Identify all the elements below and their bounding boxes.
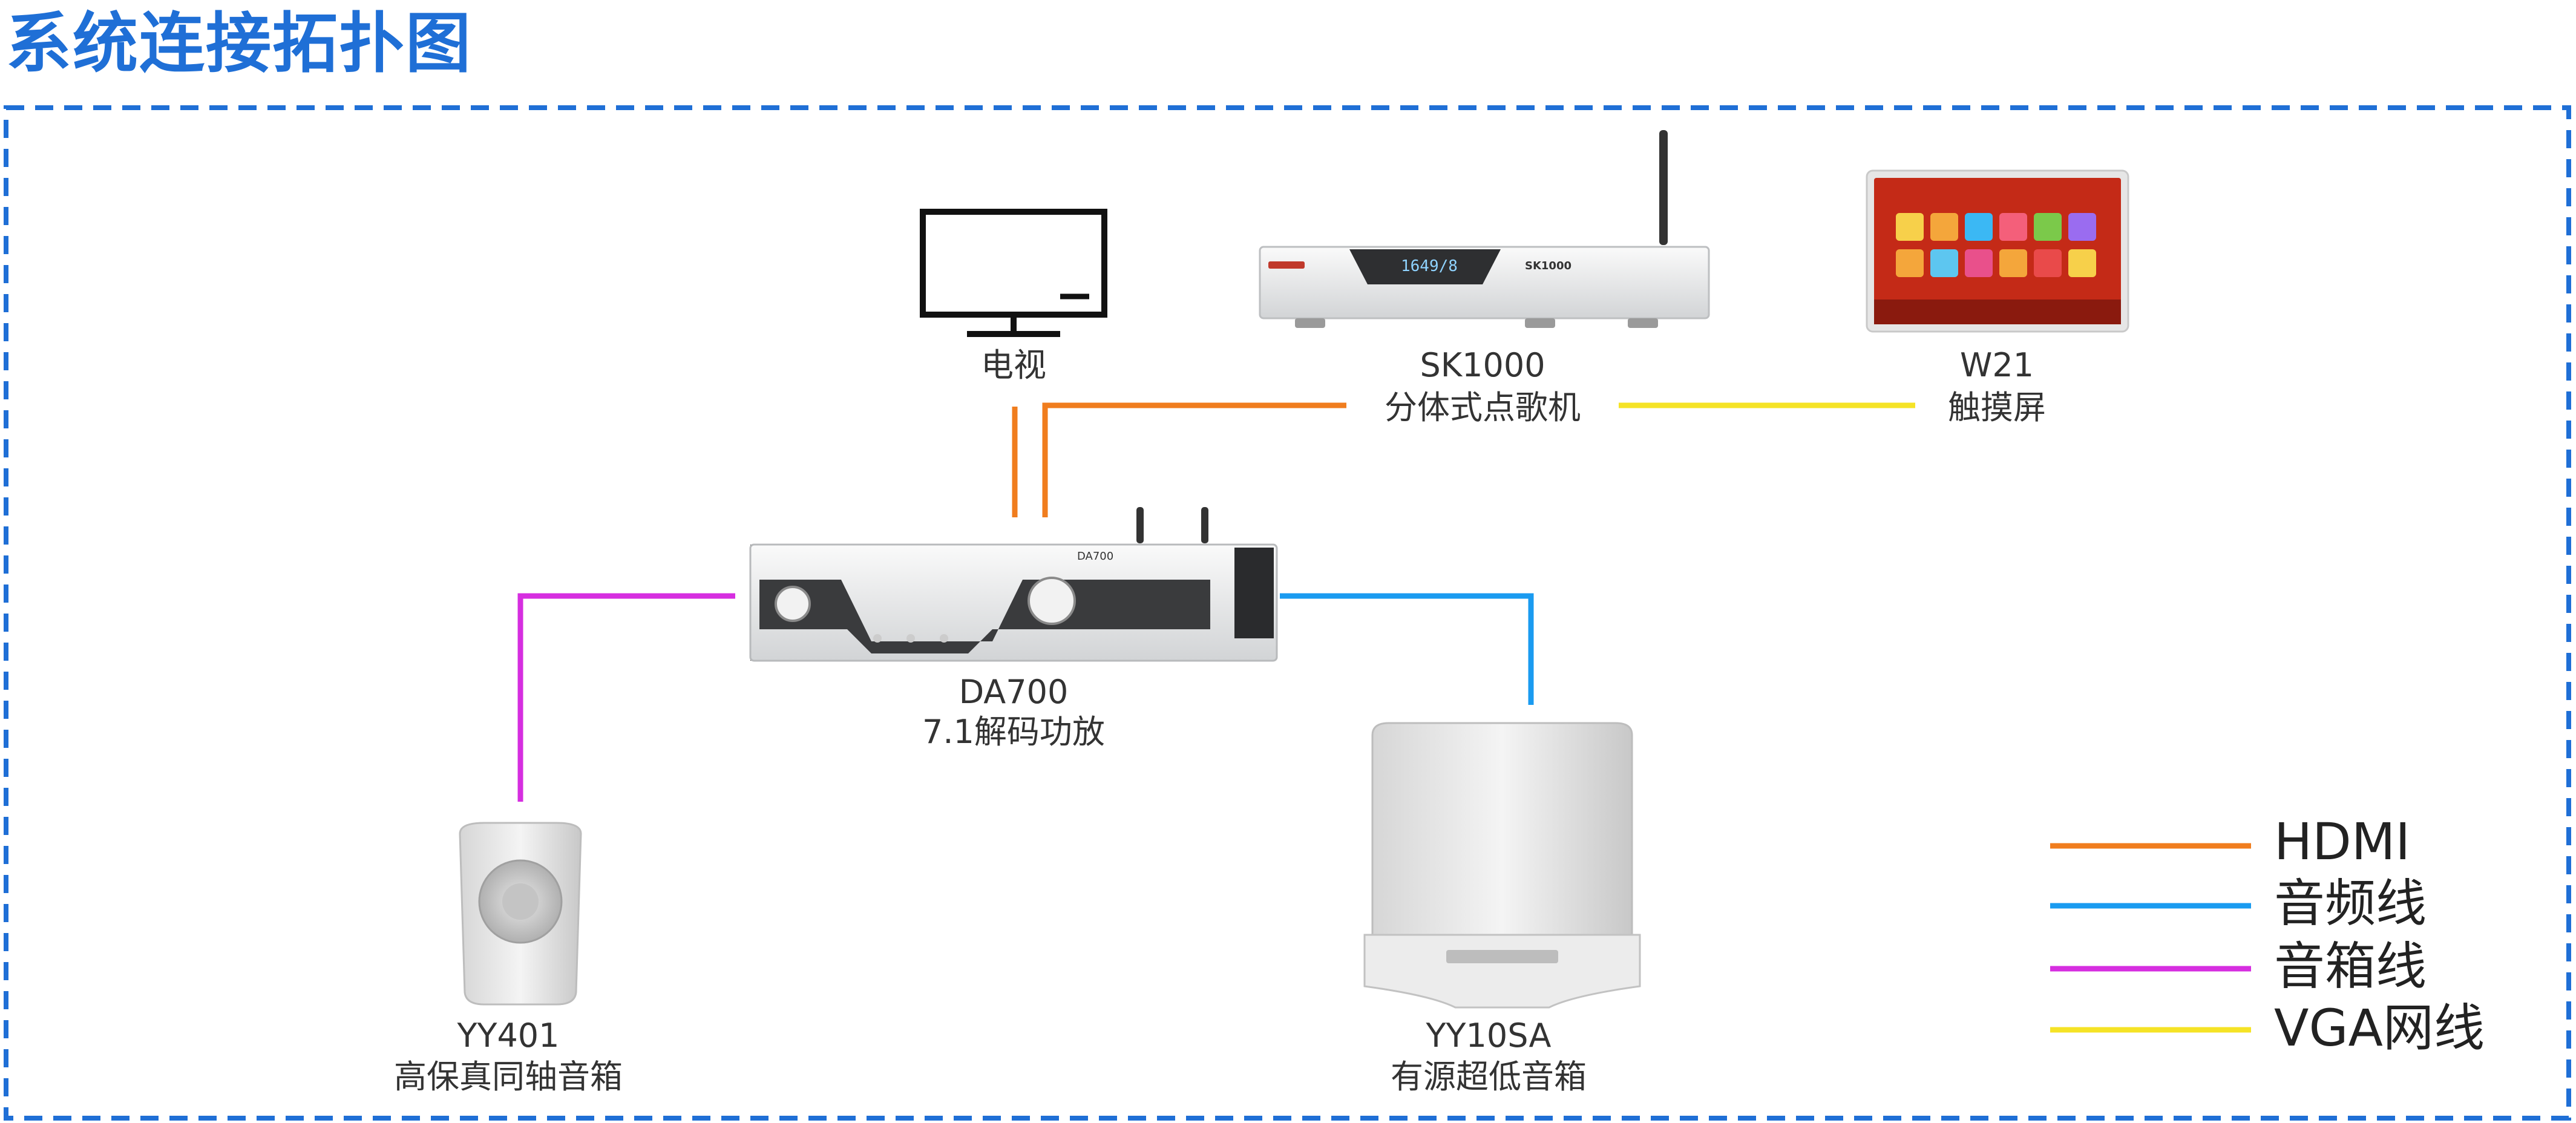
da700-panel-model: DA700 xyxy=(1077,550,1113,563)
w21-model: W21 xyxy=(1960,346,2034,384)
legend: HDMI 音频线 音箱线 VGA网线 xyxy=(2050,812,2485,1058)
yy401-device: YY401 高保真同轴音箱 xyxy=(394,822,623,1096)
tv-label: 电视 xyxy=(981,346,1046,384)
connections xyxy=(517,402,1915,802)
yy401-desc: 高保真同轴音箱 xyxy=(394,1058,623,1096)
w21-desc: 触摸屏 xyxy=(1948,388,2046,427)
audio-cable-yy10sa xyxy=(1280,593,1534,705)
diagram-title: 系统连接拓扑图 xyxy=(6,6,473,82)
hdmi-cable-sk1000 xyxy=(1042,402,1346,517)
tv-device: 电视 xyxy=(920,209,1107,384)
app-tiles xyxy=(1896,213,2096,277)
yy10sa-model: YY10SA xyxy=(1426,1017,1552,1055)
legend-label-audio: 音频线 xyxy=(2274,874,2427,933)
sk1000-desc: 分体式点歌机 xyxy=(1385,388,1581,427)
tv-icon xyxy=(920,209,1107,337)
sk1000-panel-model: SK1000 xyxy=(1525,260,1571,272)
da700-device: DA700 DA700 7.1解码功放 xyxy=(749,507,1278,751)
antenna-icon xyxy=(1659,130,1668,245)
legend-item-hdmi: HDMI xyxy=(2050,812,2410,871)
volume-knob-left xyxy=(775,586,811,622)
yy10sa-device: YY10SA 有源超低音箱 xyxy=(1363,722,1641,1096)
w21-device: W21 触摸屏 xyxy=(1866,169,2129,427)
yy401-model: YY401 xyxy=(456,1017,559,1055)
legend-item-speaker: 音箱线 xyxy=(2050,937,2427,996)
sk1000-device: 1649/8 SK1000 SK1000 分体式点歌机 xyxy=(1259,130,1710,427)
legend-item-vga: VGA网线 xyxy=(2050,998,2485,1058)
sk1000-model: SK1000 xyxy=(1420,346,1545,384)
da700-desc: 7.1解码功放 xyxy=(922,713,1105,751)
da700-model: DA700 xyxy=(959,673,1069,711)
legend-label-speaker: 音箱线 xyxy=(2274,937,2427,996)
diagram-frame xyxy=(4,105,2571,1121)
legend-item-audio: 音频线 xyxy=(2050,874,2427,933)
speaker-cable-yy401 xyxy=(517,593,735,802)
legend-label-vga: VGA网线 xyxy=(2274,998,2485,1058)
antenna-icon xyxy=(1201,507,1208,543)
sk1000-display-text: 1649/8 xyxy=(1401,257,1458,275)
antenna-icon xyxy=(1136,507,1144,543)
yy10sa-desc: 有源超低音箱 xyxy=(1391,1058,1587,1096)
legend-label-hdmi: HDMI xyxy=(2274,812,2410,871)
volume-knob-right xyxy=(1027,577,1076,625)
